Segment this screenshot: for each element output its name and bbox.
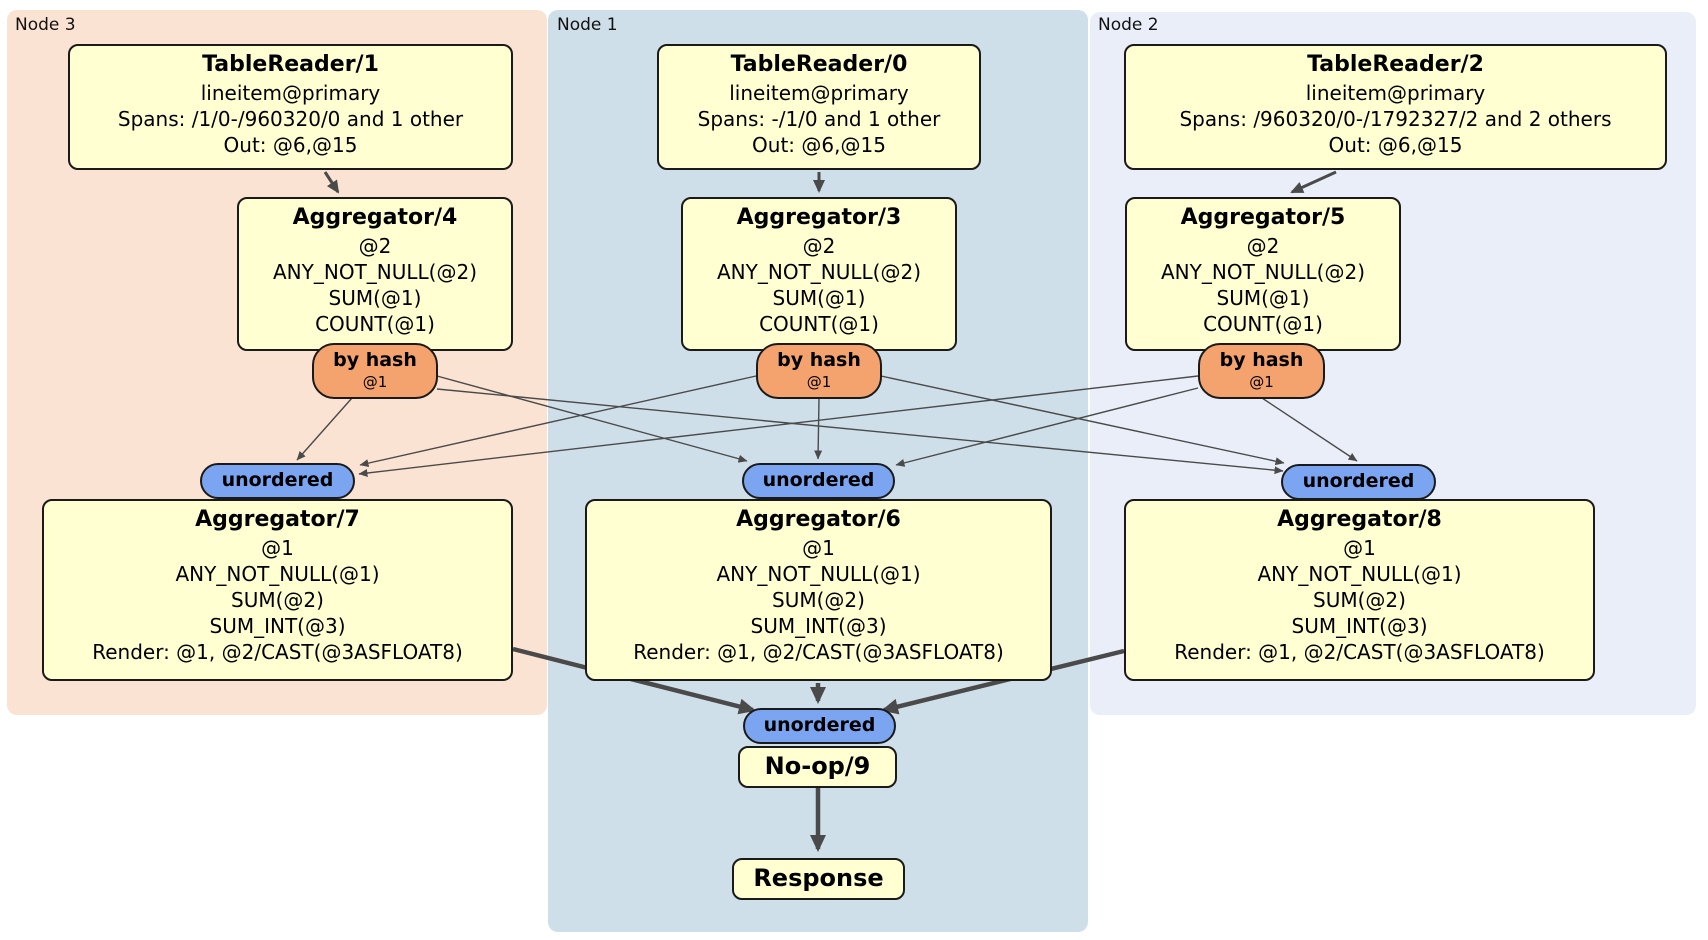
processor-title: Aggregator/8 <box>1277 507 1442 532</box>
processor-title: Aggregator/3 <box>736 205 902 230</box>
processor-line: SUM_INT(@3) <box>1291 614 1428 638</box>
processor-line: @2 <box>1246 234 1280 258</box>
processor-line: lineitem@primary <box>200 81 381 105</box>
processor-line: ANY_NOT_NULL(@2) <box>273 260 477 284</box>
processor-title: Response <box>753 864 884 892</box>
processor-title: Aggregator/6 <box>736 507 901 532</box>
by-hash-router-node2: by hash @1 <box>1198 343 1325 399</box>
sync-label: unordered <box>221 469 334 491</box>
edge-byhash5-unordered6 <box>895 387 1199 467</box>
edge-byhash3-unordered6 <box>814 398 823 460</box>
processor-aggregator-8: Aggregator/8 @1 ANY_NOT_NULL(@1) SUM(@2)… <box>1124 499 1595 681</box>
processor-line: Out: @6,@15 <box>752 133 886 157</box>
edge-byhash4-unordered6 <box>436 375 748 463</box>
processor-line: COUNT(@1) <box>759 312 879 336</box>
processor-aggregator-3: Aggregator/3 @2 ANY_NOT_NULL(@2) SUM(@1)… <box>681 197 957 351</box>
processor-line: ANY_NOT_NULL(@2) <box>1161 260 1365 284</box>
processor-line: SUM(@1) <box>772 286 866 310</box>
processor-line: SUM(@2) <box>231 588 324 612</box>
router-detail: @1 <box>362 373 388 391</box>
region-label-node3: Node 3 <box>15 15 76 35</box>
edge-byhash3-unordered7 <box>359 375 757 468</box>
processor-title: No-op/9 <box>764 752 871 780</box>
sync-label: unordered <box>1302 470 1415 492</box>
processor-line: @1 <box>802 536 835 560</box>
processor-title: TableReader/0 <box>730 52 908 77</box>
region-label-node2: Node 2 <box>1098 15 1159 35</box>
edge-byhash5-unordered8 <box>1261 397 1358 462</box>
final-unordered-sync: unordered <box>743 708 896 744</box>
router-label: by hash <box>777 349 861 371</box>
processor-title: TableReader/2 <box>1307 52 1484 77</box>
processor-line: SUM_INT(@3) <box>750 614 887 638</box>
processor-line: COUNT(@1) <box>315 312 435 336</box>
processor-line: Render: @1, @2/CAST(@3ASFLOAT8) <box>92 640 463 664</box>
processor-aggregator-7: Aggregator/7 @1 ANY_NOT_NULL(@1) SUM(@2)… <box>42 499 513 681</box>
processor-aggregator-6: Aggregator/6 @1 ANY_NOT_NULL(@1) SUM(@2)… <box>585 499 1052 681</box>
processor-title: TableReader/1 <box>202 52 379 77</box>
processor-line: Render: @1, @2/CAST(@3ASFLOAT8) <box>1174 640 1545 664</box>
router-label: by hash <box>333 349 417 371</box>
processor-tablereader-1: TableReader/1 lineitem@primary Spans: /1… <box>68 44 513 170</box>
processor-line: Spans: -/1/0 and 1 other <box>697 107 941 131</box>
unordered-sync-node1: unordered <box>742 463 895 499</box>
processor-response: Response <box>732 858 905 900</box>
edge-byhash5-unordered7 <box>358 375 1199 477</box>
sync-label: unordered <box>762 469 875 491</box>
processor-line: ANY_NOT_NULL(@1) <box>175 562 380 586</box>
processor-line: Spans: /960320/0-/1792327/2 and 2 others <box>1179 107 1612 131</box>
processor-line: ANY_NOT_NULL(@1) <box>716 562 921 586</box>
sync-label: unordered <box>763 714 876 736</box>
processor-line: SUM(@1) <box>328 286 422 310</box>
processor-line: @2 <box>802 234 836 258</box>
unordered-sync-node3: unordered <box>200 463 355 499</box>
processor-line: lineitem@primary <box>1305 81 1486 105</box>
edge-tr2-agg5 <box>1290 170 1337 194</box>
processor-line: Spans: /1/0-/960320/0 and 1 other <box>117 107 464 131</box>
edge-byhash4-unordered7 <box>296 397 353 461</box>
edge-byhash3-unordered8 <box>880 375 1285 466</box>
processor-line: SUM(@2) <box>772 588 865 612</box>
processor-line: Out: @6,@15 <box>1328 133 1463 157</box>
processor-title: Aggregator/7 <box>195 507 360 532</box>
processor-line: SUM(@2) <box>1313 588 1406 612</box>
router-detail: @1 <box>806 373 832 391</box>
edge-tr1-agg4 <box>323 171 340 194</box>
processor-line: COUNT(@1) <box>1203 312 1323 336</box>
by-hash-router-node1: by hash @1 <box>756 343 882 399</box>
region-label-node1: Node 1 <box>557 15 618 35</box>
processor-title: Aggregator/5 <box>1180 205 1346 230</box>
processor-line: ANY_NOT_NULL(@2) <box>717 260 921 284</box>
unordered-sync-node2: unordered <box>1281 464 1436 500</box>
processor-line: @1 <box>1343 536 1376 560</box>
processor-line: @2 <box>358 234 392 258</box>
processor-tablereader-0: TableReader/0 lineitem@primary Spans: -/… <box>657 44 981 170</box>
processor-line: @1 <box>261 536 294 560</box>
processor-line: Out: @6,@15 <box>223 133 358 157</box>
processor-line: lineitem@primary <box>729 81 909 105</box>
processor-tablereader-2: TableReader/2 lineitem@primary Spans: /9… <box>1124 44 1667 170</box>
processor-aggregator-5: Aggregator/5 @2 ANY_NOT_NULL(@2) SUM(@1)… <box>1125 197 1401 351</box>
processor-line: SUM_INT(@3) <box>209 614 346 638</box>
processor-line: SUM(@1) <box>1216 286 1310 310</box>
processor-line: Render: @1, @2/CAST(@3ASFLOAT8) <box>633 640 1004 664</box>
router-label: by hash <box>1219 349 1304 371</box>
processor-noop-9: No-op/9 <box>738 746 897 788</box>
by-hash-router-node3: by hash @1 <box>312 343 438 399</box>
processor-title: Aggregator/4 <box>292 205 458 230</box>
processor-line: ANY_NOT_NULL(@1) <box>1257 562 1462 586</box>
edge-byhash4-unordered8 <box>436 388 1284 475</box>
router-detail: @1 <box>1249 373 1274 391</box>
processor-aggregator-4: Aggregator/4 @2 ANY_NOT_NULL(@2) SUM(@1)… <box>237 197 513 351</box>
